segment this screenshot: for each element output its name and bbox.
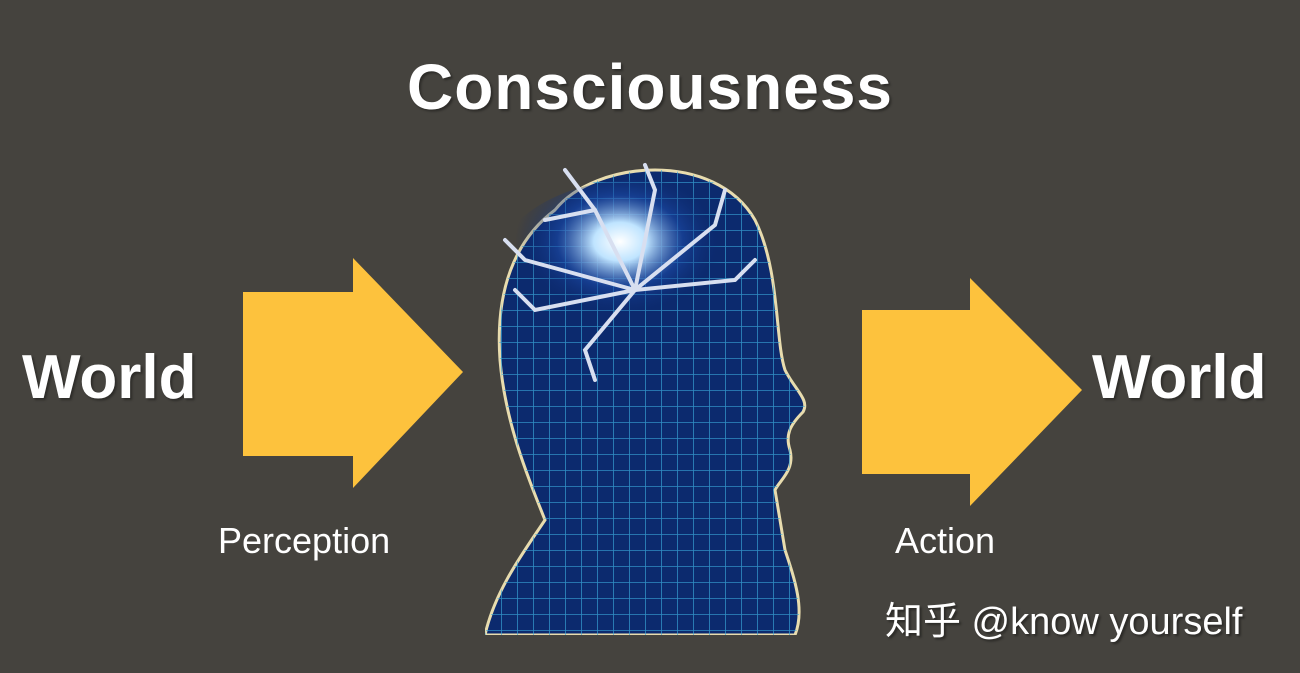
- input-world-label: World: [22, 343, 197, 412]
- watermark: 知乎 @know yourself: [885, 601, 1243, 643]
- action-arrow-icon: [862, 278, 1082, 506]
- output-world-label: World: [1092, 343, 1267, 412]
- perception-arrow-icon: [243, 258, 463, 488]
- diagram-title: Consciousness: [406, 51, 894, 123]
- action-label: Action: [895, 520, 996, 561]
- head-brain-icon: [485, 163, 807, 635]
- perception-label: Perception: [218, 520, 391, 561]
